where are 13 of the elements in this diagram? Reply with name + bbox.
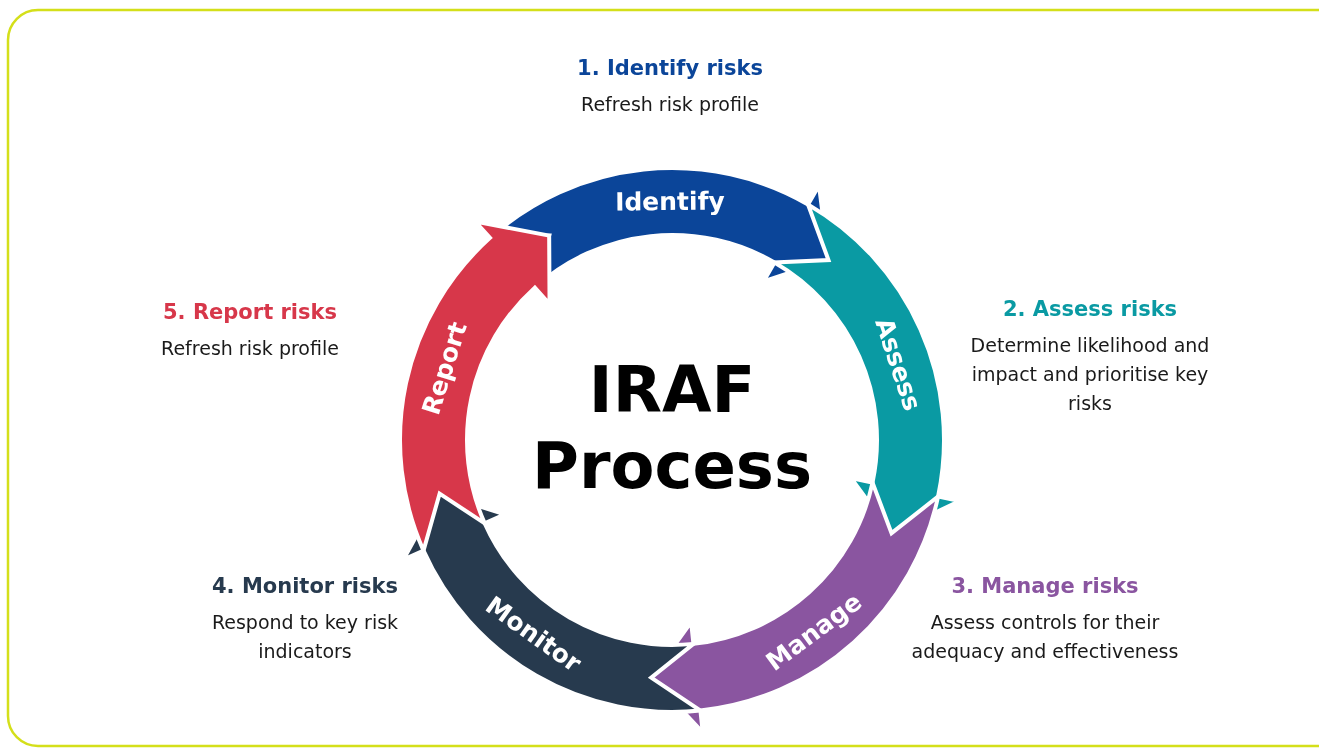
step-description: Refresh risk profile	[580, 92, 760, 117]
step-heading: 3. Manage risks	[951, 574, 1139, 598]
segment-label: Assess	[869, 314, 928, 415]
step-heading: 4. Monitor risks	[212, 574, 398, 598]
segment-label: Identify	[614, 186, 725, 217]
center-title: IRAF Process	[531, 352, 813, 504]
step-description: Respond to key risk indicators	[210, 610, 400, 664]
step-description: Refresh risk profile	[160, 336, 340, 361]
step-heading: 5. Report risks	[163, 300, 337, 324]
step-heading: 1. Identify risks	[577, 56, 763, 80]
step-heading: 2. Assess risks	[1002, 297, 1178, 321]
step-description: Determine likelihood and impact and prioritise key risks	[970, 333, 1210, 416]
step-description: Assess controls for their adequacy and effectiveness	[910, 610, 1180, 664]
